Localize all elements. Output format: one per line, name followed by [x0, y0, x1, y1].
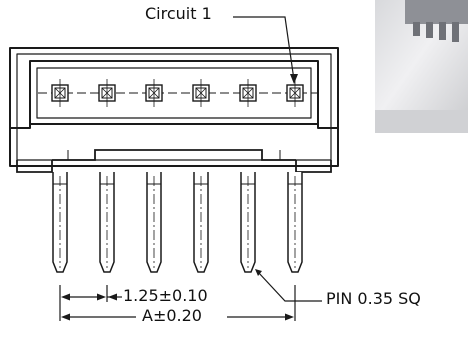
connector-housing	[9, 47, 339, 167]
contact-square	[98, 79, 116, 107]
pin-size-label: PIN 0.35 SQ	[326, 289, 421, 308]
connector-pin	[146, 172, 162, 273]
contact-square	[192, 79, 210, 107]
contact-square	[145, 79, 163, 107]
connector-pin	[287, 172, 303, 273]
pitch-dimension-label: 1.25±0.10	[123, 286, 208, 305]
dimension-arrowheads	[61, 74, 298, 321]
circuit-1-label: Circuit 1	[145, 4, 212, 23]
housing-base	[16, 149, 332, 173]
product-photo	[375, 0, 468, 133]
contact-square	[286, 79, 304, 107]
contact-square	[239, 79, 257, 107]
connector-pin	[240, 172, 256, 273]
contact-row	[51, 79, 304, 107]
dimension-lines	[59, 16, 322, 321]
connector-pin	[99, 172, 115, 273]
connector-pin	[52, 172, 68, 273]
overall-dimension-label: A±0.20	[142, 306, 202, 325]
contact-square	[51, 79, 69, 107]
pin-row	[52, 172, 303, 273]
connector-pin	[193, 172, 209, 273]
